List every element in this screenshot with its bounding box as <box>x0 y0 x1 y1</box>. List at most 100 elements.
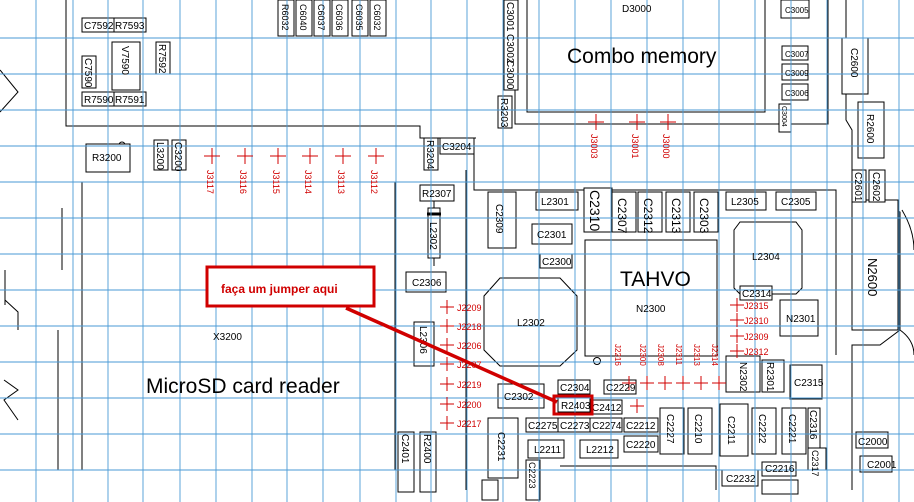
test-point-label: J2310 <box>744 316 769 326</box>
designator: C2223 <box>527 462 537 489</box>
inductor-l2302-body <box>483 277 578 367</box>
designator: C3002 <box>504 34 515 64</box>
designator: C3001 <box>504 2 515 32</box>
test-point-label: J3003 <box>589 134 599 159</box>
designator: C2307 <box>615 198 629 234</box>
test-point-label: J3112 <box>369 170 379 194</box>
transistor-v7590-body <box>111 41 141 91</box>
designator: N2301 <box>786 314 816 325</box>
annotation-pointer <box>345 306 558 404</box>
designator: R2400 <box>421 434 432 464</box>
designator: C2210 <box>692 414 703 444</box>
test-point-label: J3117 <box>205 170 215 194</box>
test-point-label: J2313 <box>692 344 701 366</box>
designator: C3200 <box>172 142 183 172</box>
jumper-annotation: faça um jumper aqui <box>205 265 594 416</box>
designator: C2306 <box>412 278 442 289</box>
designator: C2221 <box>786 414 797 444</box>
test-point-labels: J3117 J3116 J3115 J3114 J3113 J3112 J300… <box>205 134 769 429</box>
designator: C2302 <box>504 392 534 403</box>
test-point-label: J2314 <box>710 344 719 366</box>
designator: C2220 <box>626 440 656 451</box>
test-point-label: J2218 <box>457 322 482 332</box>
annotation-box <box>205 265 376 308</box>
designator: C2600 <box>848 48 859 78</box>
designator: C2274 <box>592 421 622 432</box>
test-point-label: J2217 <box>457 419 482 429</box>
designator: C6035 <box>354 4 364 31</box>
designator: C3204 <box>442 142 472 153</box>
test-point-label: J3115 <box>271 170 281 194</box>
designator: C2222 <box>756 414 767 444</box>
designator: C7592 <box>84 21 114 32</box>
designator: N2600 <box>865 258 880 296</box>
designator: C6036 <box>334 4 344 31</box>
annotation-text: faça um jumper aqui <box>221 282 338 296</box>
test-point-label: J2200 <box>457 400 482 410</box>
designator: D3000 <box>622 4 652 15</box>
designator: C3007 <box>785 50 809 59</box>
designator: N2300 <box>636 304 666 315</box>
designator: C2275 <box>528 421 558 432</box>
test-point-label: J2308 <box>656 344 665 366</box>
designator: C2231 <box>495 432 506 462</box>
memory-region-label: Combo memory <box>567 45 717 68</box>
designator: C2314 <box>742 289 772 300</box>
designator: C6037 <box>316 4 326 31</box>
designator: C2301 <box>537 230 567 241</box>
designator: C2001 <box>867 460 897 471</box>
test-point-label: J2315 <box>744 301 769 311</box>
card-reader-label: MicroSD card reader <box>146 375 340 398</box>
designator: R7591 <box>115 95 145 106</box>
designator: X3200 <box>213 332 242 343</box>
designator: R2307 <box>422 189 452 200</box>
ic-n2600-body <box>851 199 899 331</box>
ic-tahvo-body <box>584 239 718 357</box>
designator: C7590 <box>82 58 93 88</box>
designator: C2312 <box>641 198 655 234</box>
designator: R2301 <box>764 362 775 392</box>
designator: R7592 <box>156 44 167 74</box>
designator: C2212 <box>626 421 656 432</box>
ic-region-label: TAHVO <box>620 268 691 291</box>
test-point-label: J2219 <box>457 380 482 390</box>
designator-labels: D3000 N2300 X3200 C7592 R7593 R7590 R759… <box>84 4 897 485</box>
test-point-label: J2309 <box>744 332 769 342</box>
test-point-label: J2312 <box>744 347 769 357</box>
designator: R3200 <box>92 153 122 164</box>
designator: L2212 <box>586 445 614 456</box>
designator: C6040 <box>298 4 308 31</box>
test-point-markers <box>204 114 744 430</box>
designator: R6032 <box>280 4 290 31</box>
designator: L2302 <box>517 318 545 329</box>
designator: C3009 <box>785 69 809 78</box>
test-point-label: J2300 <box>638 344 647 366</box>
designator: L2306 <box>417 326 428 354</box>
designator: R7593 <box>115 21 145 32</box>
designator: C2315 <box>794 378 824 389</box>
designator: C3004 <box>780 106 787 127</box>
test-point-label: J3000 <box>661 134 671 159</box>
test-point-label: J3116 <box>238 170 248 194</box>
designator: L2211 <box>534 445 562 456</box>
test-point-label: J2207 <box>457 360 482 370</box>
designator: L2305 <box>731 197 759 208</box>
designator: C2227 <box>664 414 675 444</box>
designator: C2313 <box>669 198 683 234</box>
designator: C2273 <box>560 421 590 432</box>
designator: C2602 <box>870 172 881 202</box>
annotation-target-highlight <box>552 394 594 416</box>
designator: C2000 <box>858 437 888 448</box>
test-point-label: J3113 <box>336 170 346 194</box>
test-point-label: J2311 <box>674 344 683 366</box>
designator: C2310 <box>587 190 603 231</box>
designator: C2317 <box>810 450 820 477</box>
designator: C2401 <box>399 434 410 464</box>
designator: C3000 <box>504 60 515 90</box>
vertical-designator-labels: R6032 C6040 C6037 C6036 C6035 C6032 C300… <box>82 2 881 489</box>
designator: R7590 <box>84 95 114 106</box>
component-boxes <box>81 0 893 501</box>
designator: C2304 <box>560 383 590 394</box>
